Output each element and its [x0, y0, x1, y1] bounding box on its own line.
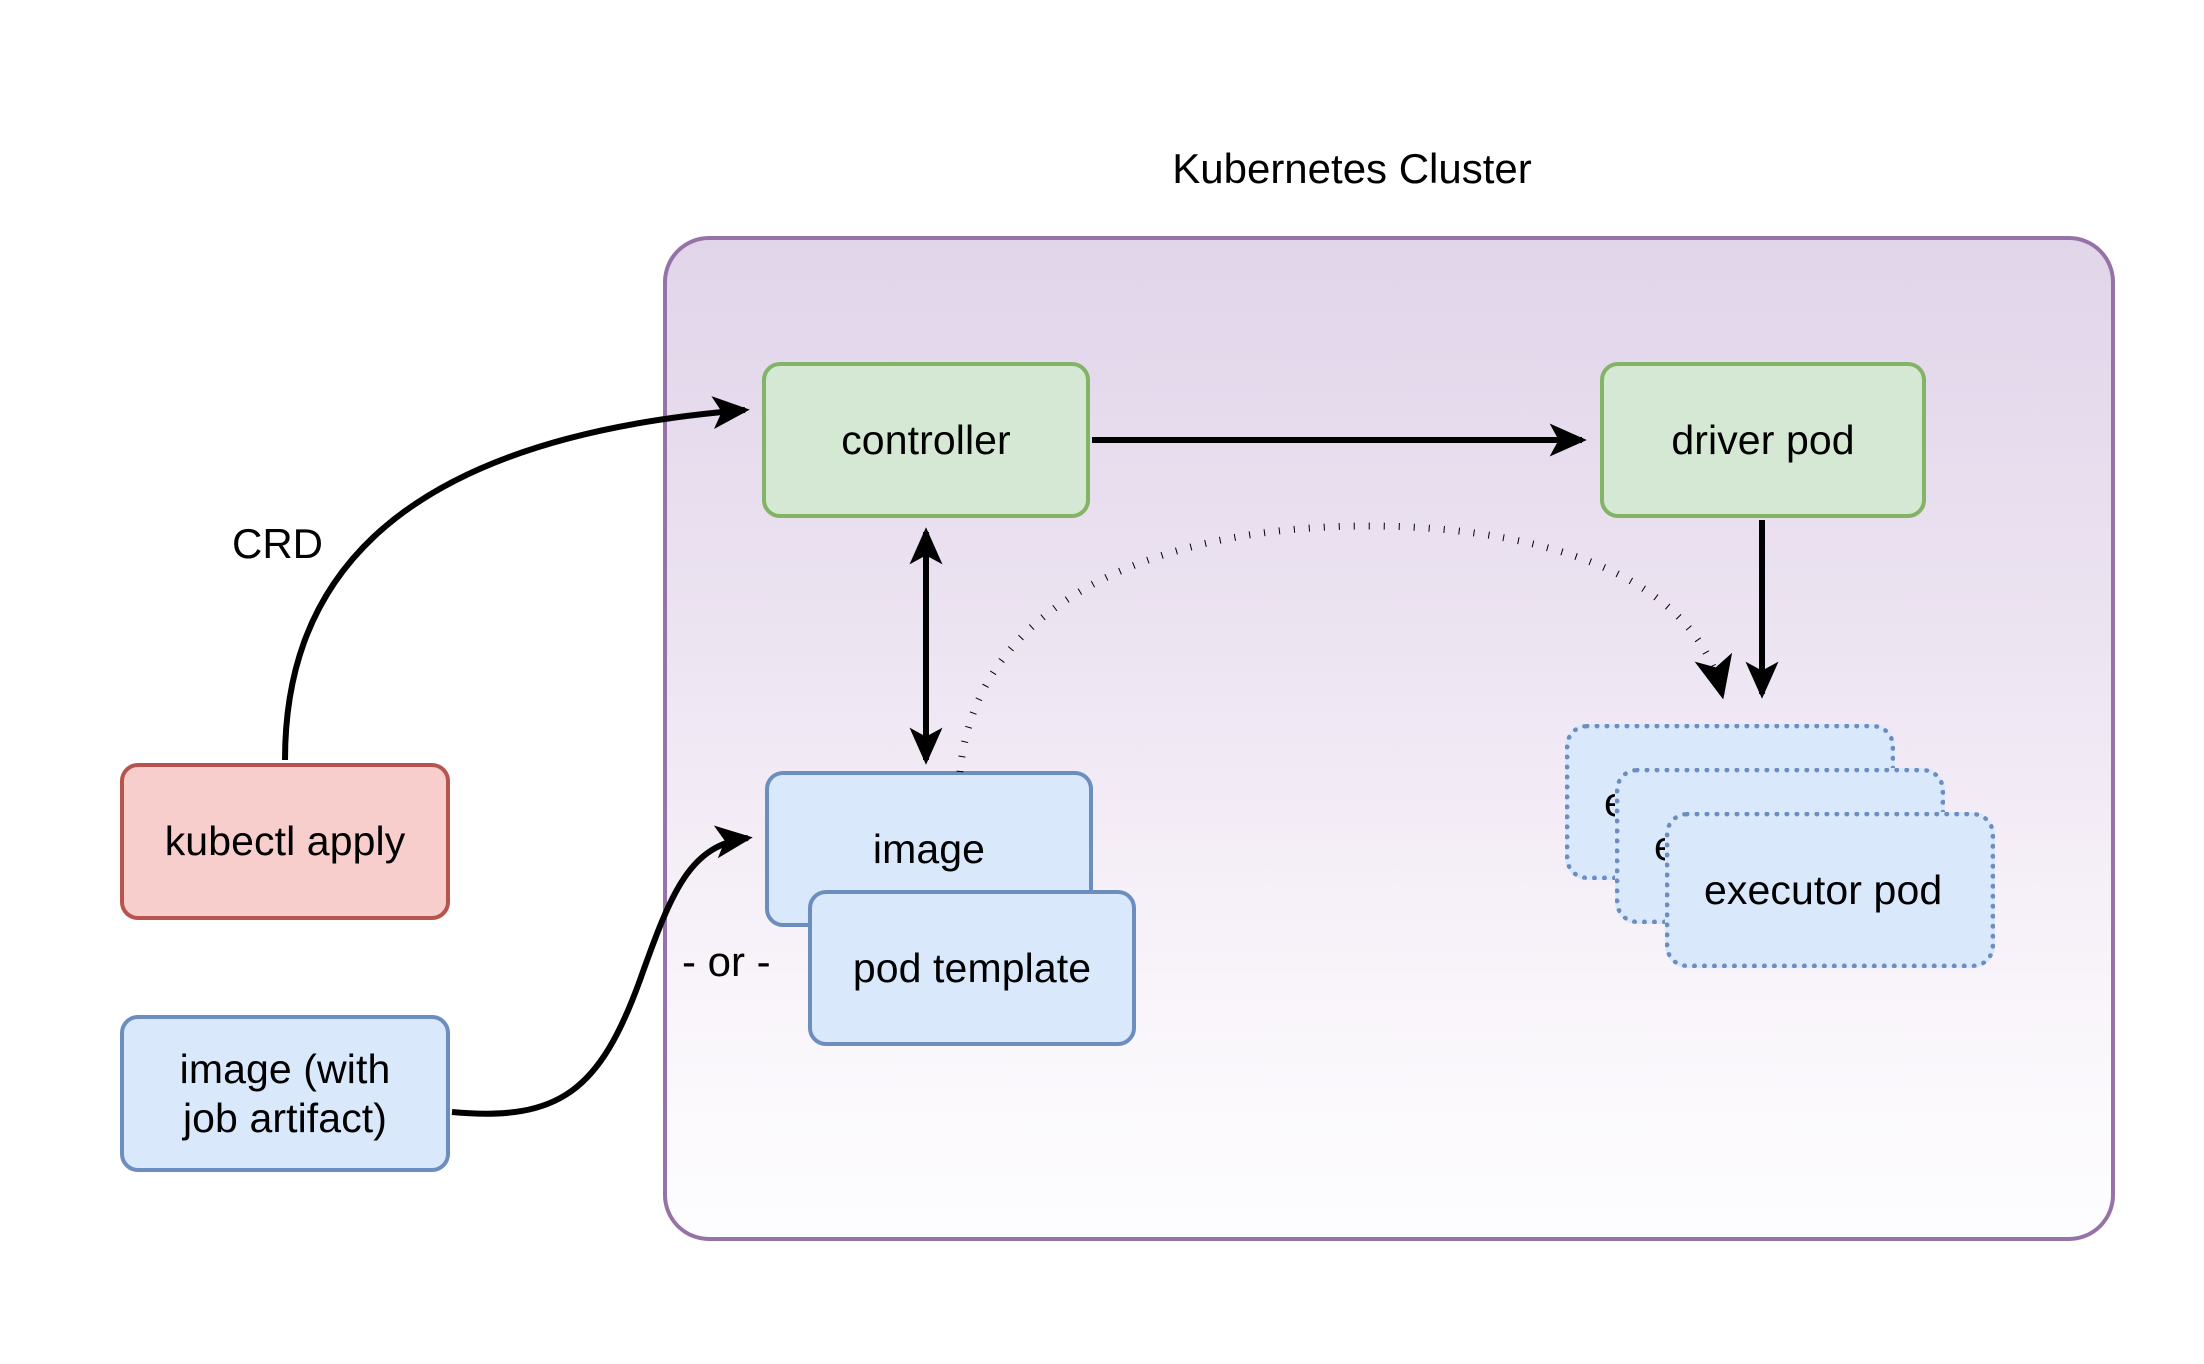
node-image-job-line2: job artifact) [182, 1094, 388, 1141]
edge-label-crd: CRD [232, 520, 323, 567]
node-image-job-line1: image (with [179, 1046, 391, 1093]
node-image-label: image [872, 825, 986, 872]
node-executor-pod-front[interactable]: executor pod [1665, 812, 1995, 968]
node-pod-template[interactable]: pod template [808, 890, 1136, 1046]
node-driver-pod-label: driver pod [1671, 416, 1855, 463]
node-driver-pod[interactable]: driver pod [1600, 362, 1926, 518]
node-controller[interactable]: controller [762, 362, 1090, 518]
node-kubectl-apply[interactable]: kubectl apply [120, 763, 450, 920]
node-executor-pod-front-label: executor pod [1704, 866, 1943, 913]
node-kubectl-apply-label: kubectl apply [164, 818, 406, 865]
cluster-title: Kubernetes Cluster [1172, 145, 1532, 192]
node-image-with-job-artifact[interactable]: image (with job artifact) [120, 1015, 450, 1172]
node-controller-label: controller [841, 416, 1011, 463]
label-or: - or - [682, 938, 771, 985]
node-pod-template-label: pod template [852, 944, 1092, 991]
